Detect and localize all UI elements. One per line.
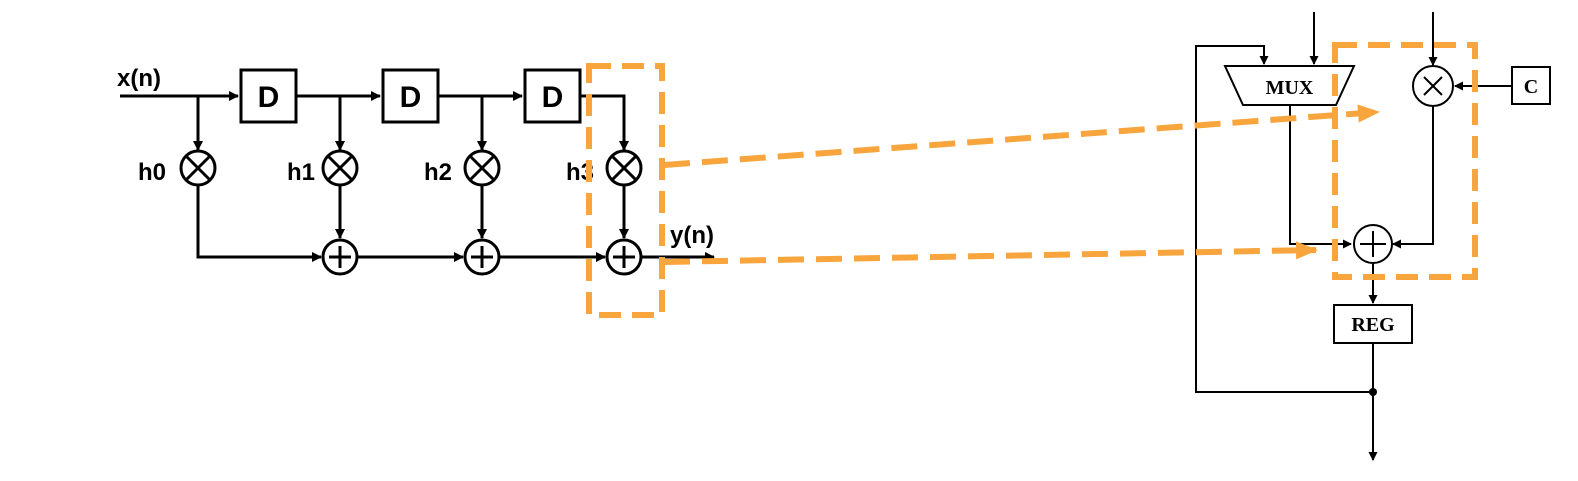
delay-block: D: [523, 68, 582, 124]
input-label: x(n): [117, 65, 161, 92]
fir-filter: x(n) D D D: [117, 65, 715, 276]
multiplier-icon: [463, 149, 501, 187]
feedback-wire: [1195, 45, 1373, 393]
svg-text:D: D: [258, 81, 280, 114]
multiplier-icon: [179, 149, 217, 187]
mux-output-wire: [1289, 105, 1352, 249]
mapping-arrow: [663, 104, 1380, 168]
mux-block: MUX: [1223, 65, 1356, 106]
delay-block: D: [239, 68, 298, 124]
product-wire: [1392, 106, 1434, 249]
output-label: y(n): [670, 222, 714, 249]
coefficient-block: C: [1511, 66, 1551, 105]
coefficient-label: h2: [424, 159, 452, 186]
junction-dot: [1369, 388, 1377, 396]
multiplier-icon: [605, 149, 643, 187]
mac-highlight-box: [1332, 42, 1478, 280]
coefficient-label: h1: [287, 159, 315, 186]
fir-tap-highlight-box: [586, 63, 665, 318]
adder-icon: [463, 238, 501, 276]
highlight-overlay: [586, 42, 1478, 318]
multiplier-icon: [1412, 65, 1454, 107]
adder-icon: [1353, 224, 1393, 264]
register-block: REG: [1333, 304, 1413, 344]
svg-text:MUX: MUX: [1266, 77, 1314, 99]
svg-text:D: D: [542, 81, 564, 114]
svg-text:REG: REG: [1351, 314, 1395, 336]
tap-wire: [580, 94, 629, 151]
adder-icon: [605, 238, 643, 276]
multiplier-icon: [321, 149, 359, 187]
adder-icon: [321, 238, 359, 276]
svg-text:D: D: [400, 81, 422, 114]
sum-wire: [196, 185, 322, 262]
delay-block: D: [381, 68, 440, 124]
coefficient-label: h0: [138, 159, 166, 186]
mac-unit: MUX C REG: [1195, 12, 1551, 461]
mapping-arrow: [663, 241, 1318, 265]
svg-text:C: C: [1524, 76, 1538, 98]
